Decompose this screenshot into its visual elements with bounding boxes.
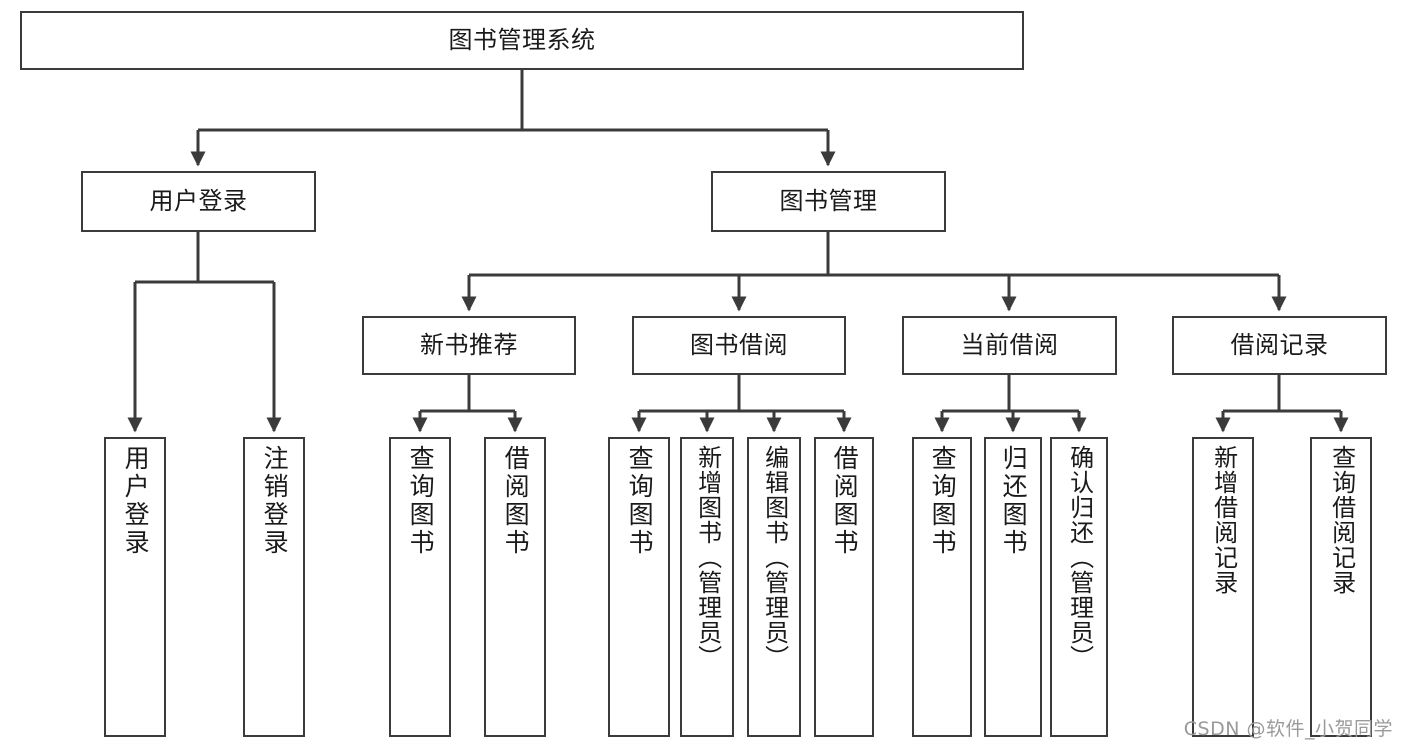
- node-borrow-book-2-label: 借阅图书: [830, 445, 860, 557]
- node-add-borrow-record[interactable]: 新增借阅记录: [1192, 437, 1254, 737]
- node-user-login-leaf-label: 用户登录: [121, 445, 151, 557]
- node-user-login-leaf[interactable]: 用户登录: [104, 437, 166, 737]
- node-confirm-return-admin[interactable]: 确认归还（管理员）: [1050, 437, 1108, 737]
- node-edit-book-admin[interactable]: 编辑图书（管理员）: [747, 437, 801, 737]
- node-query-borrow-record-label: 查询借阅记录: [1327, 445, 1356, 595]
- node-add-book-admin-label: 新增图书（管理员）: [693, 445, 722, 670]
- node-root[interactable]: 图书管理系统: [20, 11, 1024, 70]
- node-user-login[interactable]: 用户登录: [81, 171, 316, 232]
- node-borrow-book-1-label: 借阅图书: [501, 445, 531, 557]
- node-current-borrow[interactable]: 当前借阅: [902, 316, 1117, 375]
- node-query-borrow-record[interactable]: 查询借阅记录: [1310, 437, 1372, 737]
- node-book-management[interactable]: 图书管理: [711, 171, 946, 232]
- node-logout-leaf[interactable]: 注销登录: [243, 437, 305, 737]
- node-return-book[interactable]: 归还图书: [984, 437, 1042, 737]
- node-query-book-1-label: 查询图书: [406, 445, 436, 557]
- watermark: CSDN @软件_小贺同学: [1183, 718, 1393, 740]
- node-edit-book-admin-label: 编辑图书（管理员）: [760, 445, 789, 670]
- node-current-borrow-label: 当前借阅: [960, 331, 1059, 360]
- node-user-login-label: 用户登录: [149, 187, 248, 216]
- node-query-book-1[interactable]: 查询图书: [389, 437, 451, 737]
- node-confirm-return-admin-label: 确认归还（管理员）: [1065, 445, 1094, 670]
- node-borrow-record-label: 借阅记录: [1230, 331, 1329, 360]
- node-query-book-2-label: 查询图书: [625, 445, 655, 557]
- node-new-book-recommend[interactable]: 新书推荐: [362, 316, 576, 375]
- node-logout-leaf-label: 注销登录: [260, 445, 290, 557]
- node-book-borrow-label: 图书借阅: [690, 331, 788, 360]
- node-query-book-2[interactable]: 查询图书: [608, 437, 670, 737]
- node-new-book-recommend-label: 新书推荐: [420, 331, 518, 360]
- node-add-book-admin[interactable]: 新增图书（管理员）: [680, 437, 734, 737]
- node-borrow-book-1[interactable]: 借阅图书: [484, 437, 546, 737]
- node-return-book-label: 归还图书: [999, 445, 1029, 557]
- node-root-label: 图书管理系统: [448, 26, 596, 55]
- node-query-book-3[interactable]: 查询图书: [912, 437, 972, 737]
- node-borrow-book-2[interactable]: 借阅图书: [814, 437, 874, 737]
- node-borrow-record[interactable]: 借阅记录: [1172, 316, 1387, 375]
- node-book-management-label: 图书管理: [779, 187, 878, 216]
- node-query-book-3-label: 查询图书: [928, 445, 958, 557]
- node-add-borrow-record-label: 新增借阅记录: [1209, 445, 1238, 595]
- node-book-borrow[interactable]: 图书借阅: [632, 316, 846, 375]
